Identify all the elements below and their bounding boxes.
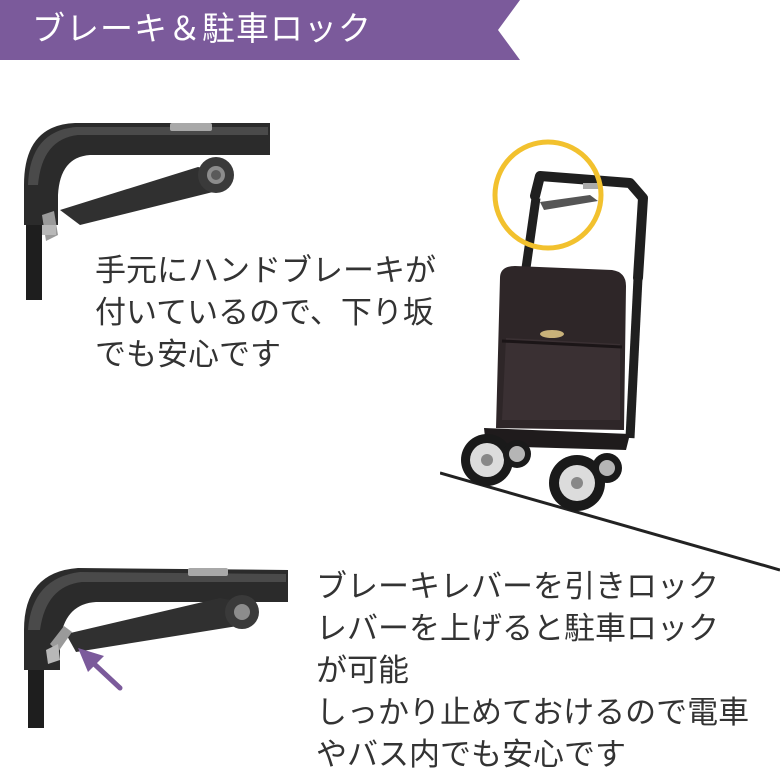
text-line: でも安心です [95, 337, 281, 373]
hand-brake-description: 手元にハンドブレーキが 付いているので、下り坂 でも安心です [95, 250, 436, 376]
text-line: やバス内でも安心です [316, 737, 626, 773]
arrow-up-left-icon [78, 648, 123, 691]
text-line: 手元にハンドブレーキが [95, 253, 436, 289]
parking-lock-photo [24, 568, 288, 728]
parking-lock-description: ブレーキレバーを引きロック レバーを上げると駐車ロック が可能 しっかり止めてお… [316, 566, 749, 776]
header-title: ブレーキ＆駐車ロック [32, 9, 372, 48]
text-line: レバーを上げると駐車ロック [316, 611, 719, 647]
text-line: しっかり止めておけるので電車 [316, 695, 750, 731]
text-line: ブレーキレバーを引きロック [316, 569, 719, 605]
brake-handle-photo [24, 123, 270, 300]
highlight-circle [492, 139, 604, 251]
text-line: が可能 [316, 653, 409, 689]
header-banner: ブレーキ＆駐車ロック [0, 0, 780, 60]
header-banner-shape [0, 0, 520, 60]
text-line: 付いているので、下り坂 [95, 295, 434, 331]
shopping-cart-photo [440, 139, 780, 572]
